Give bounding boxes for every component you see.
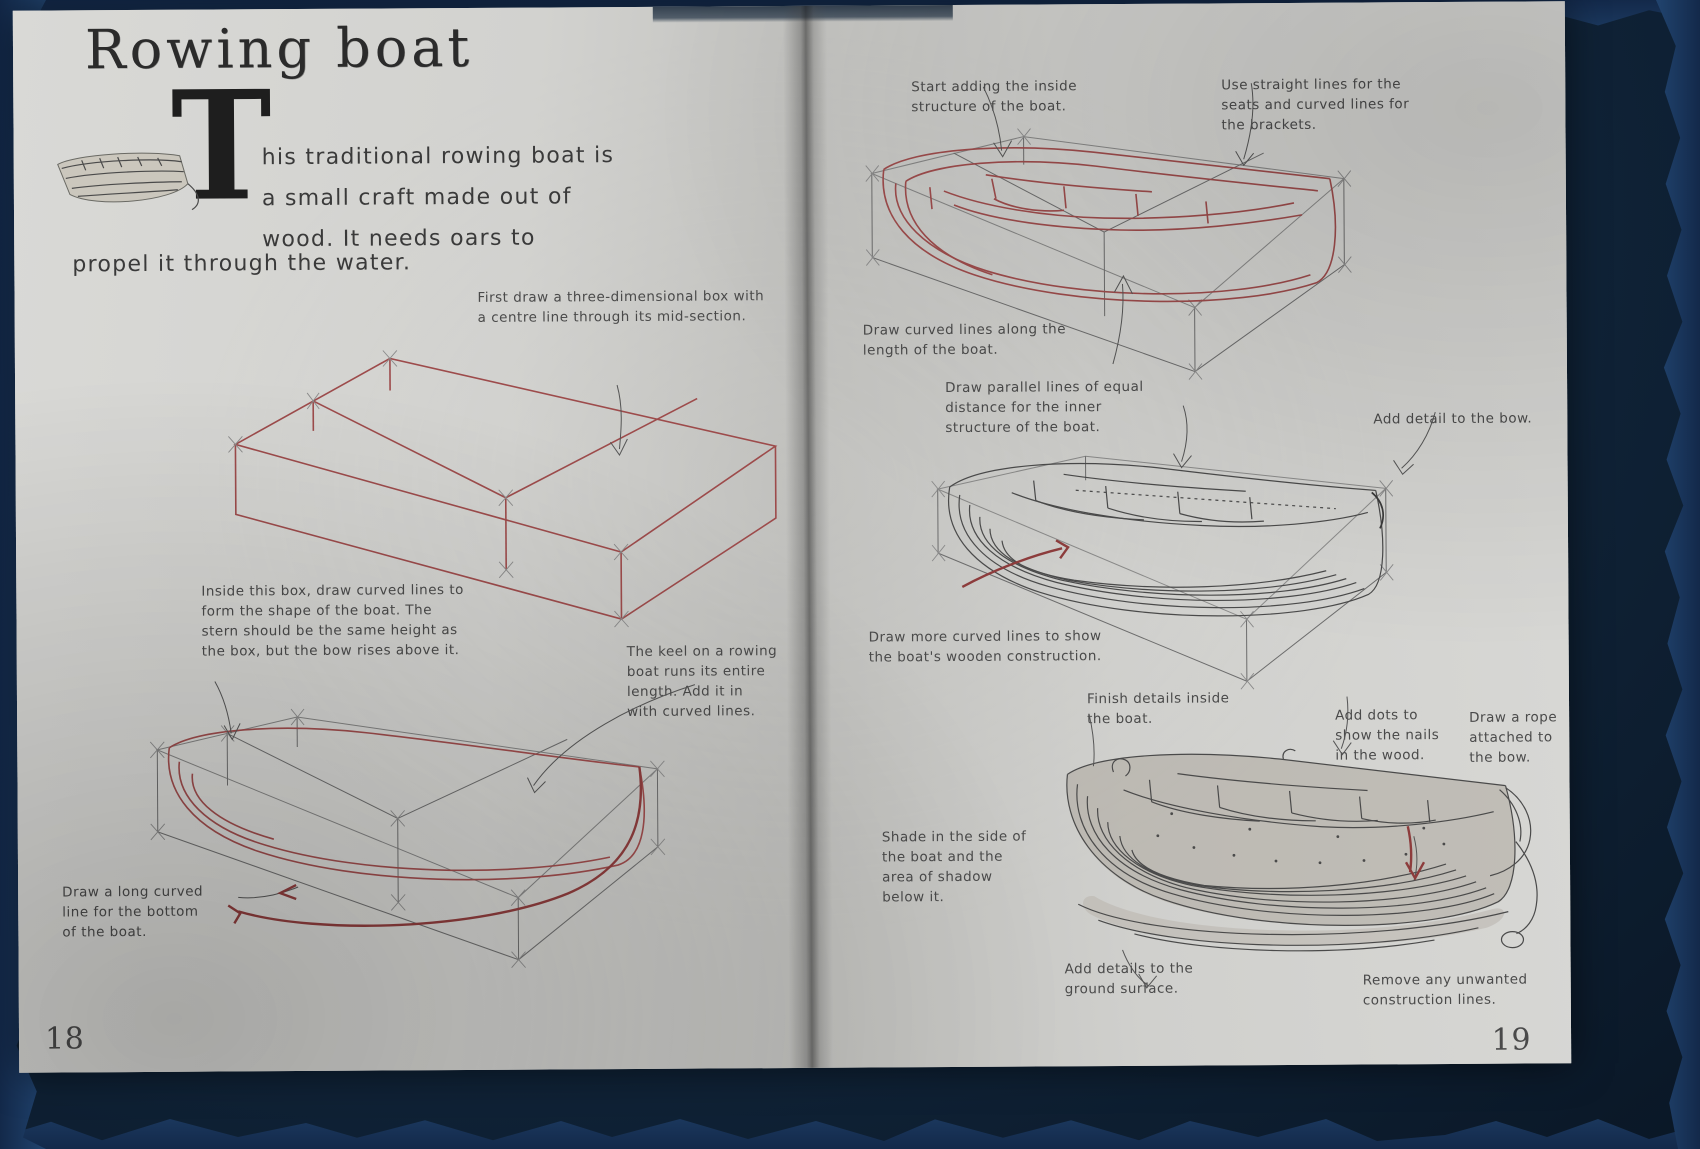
page-number-left: 18	[44, 1021, 85, 1057]
note-bow-detail: Add detail to the bow.	[1373, 410, 1533, 428]
page-number-right: 19	[1491, 1022, 1532, 1058]
diagram-step4-wooden-construction	[931, 405, 1436, 690]
note-step2: Inside this box, draw curved lines to fo…	[201, 582, 464, 660]
page-title: Rowing boat	[84, 15, 474, 82]
diagram-step5-finished-boat	[1066, 696, 1538, 989]
note-parallel-lines: Draw parallel lines of equal distance fo…	[945, 378, 1144, 437]
diagram-step2-boat-shape	[149, 681, 696, 969]
thumbnail-boat-sketch	[57, 152, 199, 211]
intro-line-4: propel it through the water.	[72, 250, 412, 278]
book-gutter-shadow	[782, 5, 834, 1069]
diagram-step3-inside-structure	[865, 83, 1352, 380]
note-step1: First draw a three-dimensional box with …	[477, 288, 765, 326]
intro-line-1: his traditional rowing boat is	[261, 143, 615, 171]
open-book: Rowing boat T his traditional rowing boa…	[12, 1, 1572, 1073]
note-length-curves: Draw curved lines along the length of th…	[862, 321, 1067, 359]
intro-line-2: a small craft made out of	[261, 184, 572, 212]
note-finish-inside: Finish details inside the boat.	[1086, 690, 1230, 728]
note-inside-structure: Start adding the inside structure of the…	[911, 78, 1078, 116]
note-shade: Shade in the side of the boat and the ar…	[881, 828, 1027, 906]
torn-edge-right	[1656, 0, 1700, 1149]
diagram-step1-box	[228, 350, 778, 628]
torn-edge-bottom	[0, 1119, 1700, 1149]
